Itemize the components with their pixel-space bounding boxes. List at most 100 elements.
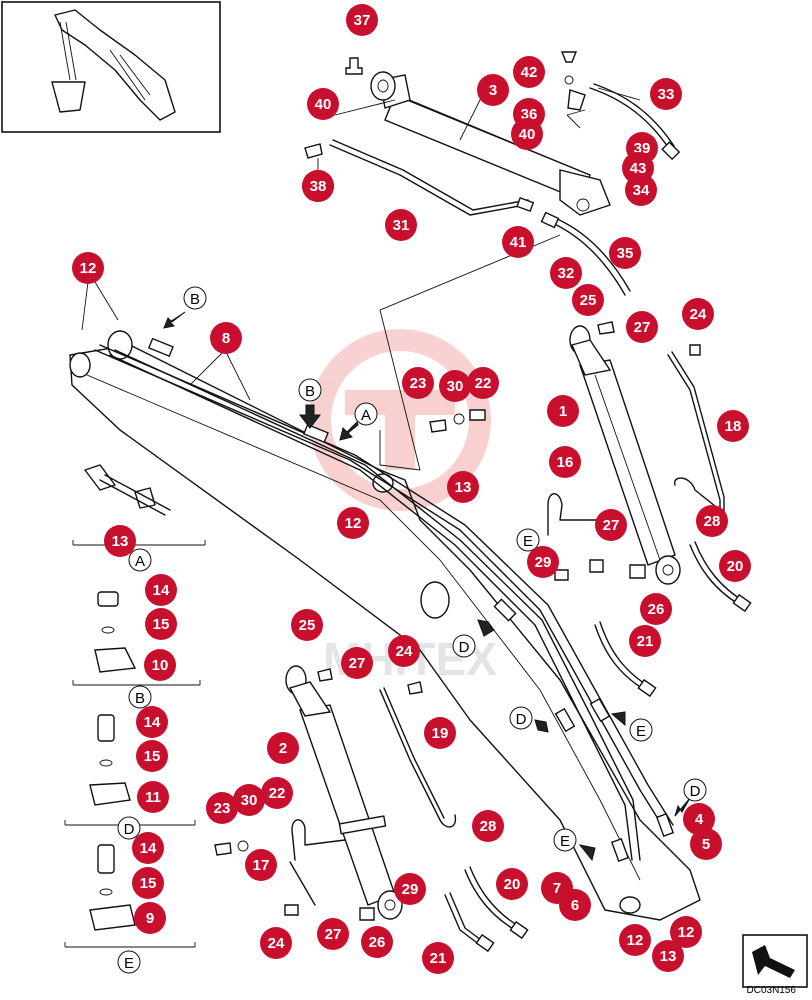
callout-15: 15 xyxy=(136,740,168,772)
callout-number: 14 xyxy=(140,840,157,857)
callout-28: 28 xyxy=(696,505,728,537)
callout-38: 38 xyxy=(302,170,334,202)
callout-circle xyxy=(683,803,715,835)
callout-23: 23 xyxy=(402,367,434,399)
callout-circle xyxy=(137,781,169,813)
callout-number: 18 xyxy=(725,418,742,435)
callout-number: 24 xyxy=(268,935,285,952)
callout-circle xyxy=(72,252,104,284)
callout-number: 29 xyxy=(535,554,552,571)
callout-circle xyxy=(361,926,393,958)
callout-circle xyxy=(132,867,164,899)
callout-circle xyxy=(625,174,657,206)
callout-number: 14 xyxy=(144,714,161,731)
callout-circle xyxy=(307,88,339,120)
hoses-32-33 xyxy=(540,83,681,296)
callout-circle xyxy=(245,849,277,881)
callout-number: 27 xyxy=(634,319,651,336)
callout-13: 13 xyxy=(652,940,684,972)
callout-number: 21 xyxy=(430,950,447,967)
callout-15: 15 xyxy=(132,867,164,899)
callout-26: 26 xyxy=(361,926,393,958)
callout-22: 22 xyxy=(467,367,499,399)
callout-circle xyxy=(394,873,426,905)
fittings xyxy=(214,51,701,921)
callout-29: 29 xyxy=(394,873,426,905)
callout-number: 38 xyxy=(310,178,327,195)
callout-circle xyxy=(626,311,658,343)
callout-circle xyxy=(132,832,164,864)
callout-circle xyxy=(619,924,651,956)
callout-circle xyxy=(717,410,749,442)
callout-number: 4 xyxy=(695,811,704,828)
callout-number: 2 xyxy=(279,740,287,757)
callout-number: 27 xyxy=(349,655,366,672)
callout-17: 17 xyxy=(245,849,277,881)
callout-number: 5 xyxy=(702,836,710,853)
callout-number: 25 xyxy=(580,292,597,309)
callout-20: 20 xyxy=(496,868,528,900)
callout-circle xyxy=(572,284,604,316)
callout-circle xyxy=(650,78,682,110)
callout-number: 40 xyxy=(519,126,536,143)
callout-circle xyxy=(690,828,722,860)
callout-circle xyxy=(550,257,582,289)
callout-number: 12 xyxy=(627,932,644,949)
callout-number: 32 xyxy=(558,265,575,282)
callout-31: 31 xyxy=(385,209,417,241)
cylinder-pipes xyxy=(289,351,725,906)
callout-circle xyxy=(422,942,454,974)
callout-22: 22 xyxy=(261,777,293,809)
callout-circle xyxy=(145,608,177,640)
callout-8: 8 xyxy=(210,322,242,354)
callout-number: 10 xyxy=(152,657,169,674)
callout-circle xyxy=(595,509,627,541)
callout-circle xyxy=(527,546,559,578)
hoses-20-21 xyxy=(444,541,752,953)
callout-14: 14 xyxy=(136,706,168,738)
callout-12: 12 xyxy=(619,924,651,956)
callout-3: 3 xyxy=(477,74,509,106)
callout-number: 24 xyxy=(396,643,413,660)
callout-circle xyxy=(317,918,349,950)
callout-number: 15 xyxy=(140,875,157,892)
callout-25: 25 xyxy=(291,609,323,641)
leader-lines xyxy=(81,87,641,471)
callout-24: 24 xyxy=(260,927,292,959)
callout-circle xyxy=(144,649,176,681)
callout-14: 14 xyxy=(145,574,177,606)
callout-27: 27 xyxy=(626,311,658,343)
callout-number: 43 xyxy=(630,160,647,177)
callout-number: 12 xyxy=(678,924,695,941)
callout-16: 16 xyxy=(549,446,581,478)
callout-number: 26 xyxy=(369,934,386,951)
arm-cylinder-1 xyxy=(569,325,681,585)
callout-29: 29 xyxy=(527,546,559,578)
callout-circle xyxy=(424,717,456,749)
callout-number: 25 xyxy=(299,617,316,634)
callout-circle xyxy=(502,226,534,258)
callout-number: 34 xyxy=(633,182,650,199)
callout-circle xyxy=(346,4,378,36)
callout-circle xyxy=(439,370,471,402)
callout-number: 12 xyxy=(80,260,97,277)
callout-41: 41 xyxy=(502,226,534,258)
callout-number: 35 xyxy=(617,245,634,262)
callout-27: 27 xyxy=(341,647,373,679)
letter-d-mid: D xyxy=(459,639,470,656)
callout-number: 15 xyxy=(153,616,170,633)
callout-19: 19 xyxy=(424,717,456,749)
callout-circle xyxy=(696,505,728,537)
callout-number: 13 xyxy=(112,533,129,550)
callout-30: 30 xyxy=(439,370,471,402)
callout-21: 21 xyxy=(629,625,661,657)
callout-number: 13 xyxy=(660,948,677,965)
callout-circle xyxy=(549,446,581,478)
callout-number: 29 xyxy=(402,881,419,898)
callout-number: 27 xyxy=(603,517,620,534)
letter-b-top: B xyxy=(190,291,200,308)
view-a-label: A xyxy=(135,553,145,570)
callout-4: 4 xyxy=(683,803,715,835)
callout-13: 13 xyxy=(104,525,136,557)
